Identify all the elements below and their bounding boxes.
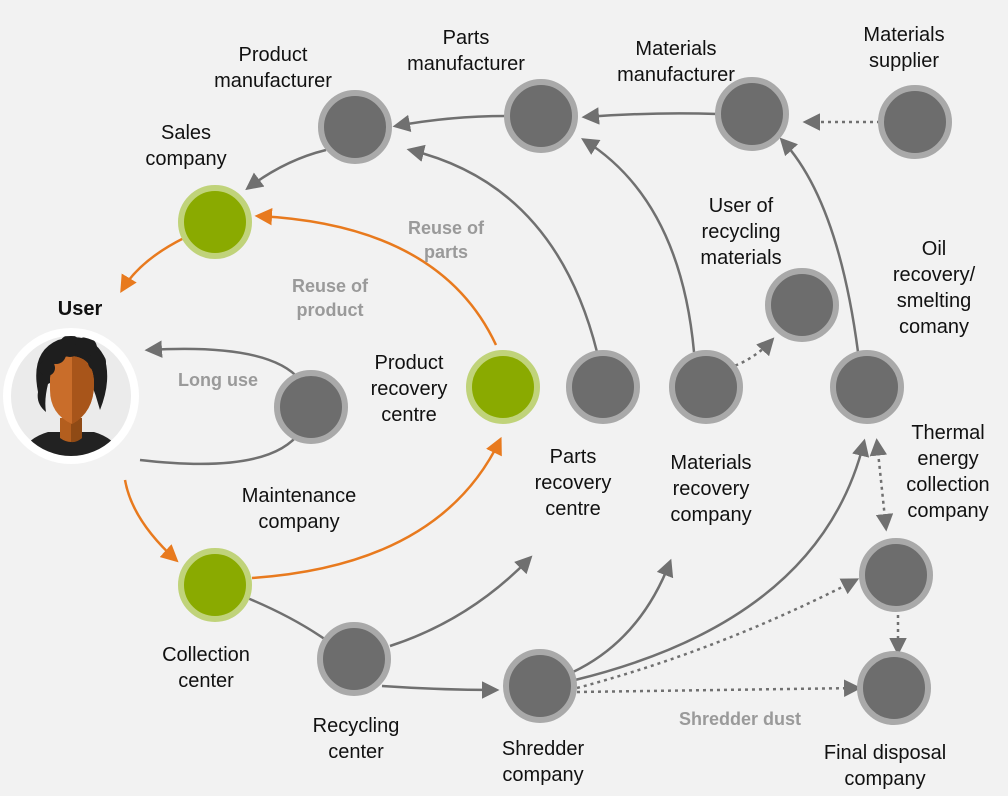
- arrow-materials-recovery-to-parts-manufacturer: [581, 138, 696, 353]
- arrow-shredder-to-thermal: [576, 578, 860, 690]
- arrow-collection-to-recycling: [239, 593, 327, 642]
- arrow-recycling-to-parts-recovery: [389, 555, 533, 648]
- arrow-parts-to-product-manufacturer: [392, 114, 507, 133]
- node-parts-manufacturer: [504, 79, 578, 153]
- node-materials-supplier: [878, 85, 952, 159]
- arrow-maintenance-to-user: [144, 340, 301, 381]
- arrow-product-recovery-to-sales: [254, 207, 498, 346]
- node-materials-recovery-company: [669, 350, 743, 424]
- node-final-disposal: [857, 651, 931, 725]
- arrow-user-to-maintenance: [139, 431, 302, 466]
- node-materials-manufacturer: [715, 77, 789, 151]
- arrow-collection-to-product-recovery: [251, 436, 502, 580]
- node-sales-company: [178, 185, 252, 259]
- node-product-manufacturer: [318, 90, 392, 164]
- arrow-oil-thermal-bidirectional: [869, 438, 894, 532]
- node-recycling-center: [317, 622, 391, 696]
- arrow-shredder-to-oil-recovery: [574, 438, 870, 682]
- arrow-user-to-collection: [123, 479, 179, 563]
- arrow-parts-recovery-to-product-manufacturer: [406, 144, 599, 353]
- node-thermal-energy: [859, 538, 933, 612]
- person-avatar-icon: [3, 328, 139, 464]
- node-collection-center: [178, 548, 252, 622]
- node-user-of-recycling-materials: [765, 268, 839, 342]
- arrow-recycling-to-shredder: [381, 681, 500, 699]
- node-parts-recovery-centre: [566, 350, 640, 424]
- node-oil-recovery: [830, 350, 904, 424]
- flow-arrows-dotted: [576, 113, 907, 697]
- arrow-shredder-to-final-disposal: [576, 679, 862, 697]
- node-shredder-company: [503, 649, 577, 723]
- arrow-materials-to-parts-manufacturer: [581, 107, 719, 125]
- arrow-shredder-to-materials-recovery: [572, 558, 674, 674]
- flow-arrows-gray: [139, 107, 870, 699]
- node-product-recovery-centre: [466, 350, 540, 424]
- arrow-materials-recovery-to-user-of-recycling: [721, 337, 775, 372]
- flow-arrows-orange: [120, 207, 502, 580]
- nodes: [178, 77, 952, 725]
- arrow-product-manufacturer-to-sales: [245, 148, 327, 191]
- arrow-oil-recovery-to-materials-manufacturer: [779, 137, 860, 353]
- arrow-sales-to-user: [120, 236, 185, 294]
- node-maintenance-company: [274, 370, 348, 444]
